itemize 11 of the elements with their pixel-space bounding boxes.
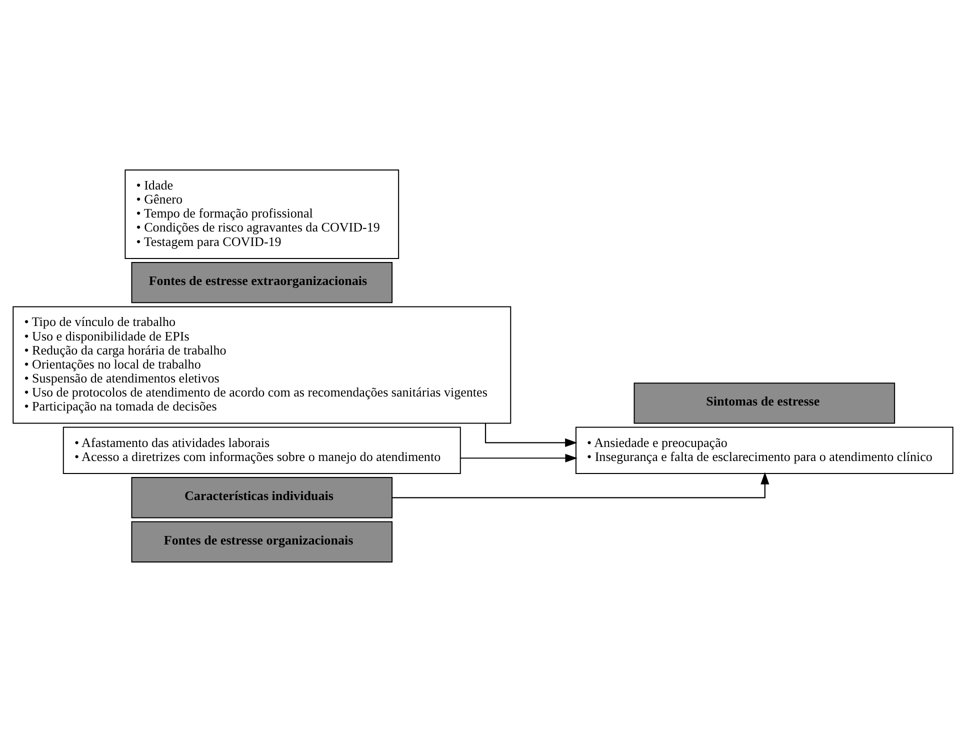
- node-box: Sintomas de estresse: [634, 382, 896, 424]
- arrow: [460, 453, 578, 462]
- arrow: [392, 472, 770, 498]
- arrow: [484, 423, 578, 446]
- node-box: Fontes de estresse extraorganizacionais: [131, 261, 393, 303]
- node-box: Fontes de estresse organizacionais: [131, 520, 393, 562]
- node-box: • Tipo de vínculo de trabalho • Uso e disponibilidade de EPIs • Redução da carga horária de trabalho • Orientações no local de trabalho • Suspensão de atendimentos eletivos • Uso de protocolos de atendimento de acordo com as recomendações sanitárias vigentes • Participação na tomada de decisões: [12, 306, 512, 424]
- node-box: Características individuais: [131, 476, 393, 518]
- node-box: • Ansiedade e preocupação • Insegurança e falta de esclarecimento para o atendimento clínico: [575, 426, 954, 474]
- node-box: • Afastamento das atividades laborais • Acesso a diretrizes com informações sobre o manejo do atendimento: [62, 426, 461, 474]
- node-box: • Idade • Gênero • Tempo de formação profissional • Condições de risco agravantes da COVID-19 • Testagem para COVID-19: [124, 169, 400, 258]
